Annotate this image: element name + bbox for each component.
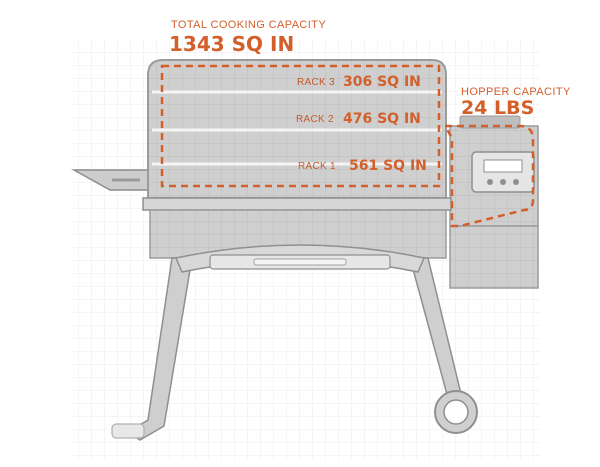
total-capacity-label: TOTAL COOKING CAPACITY [171, 19, 327, 31]
grill-lid [147, 59, 447, 199]
hopper-capacity-value: 24 LBS [461, 97, 535, 119]
rack-2-label: RACK 2 [296, 114, 334, 125]
hopper [449, 115, 539, 289]
hopper-capacity-label: HOPPER CAPACITY [461, 86, 571, 98]
caster-foot [111, 423, 145, 439]
rack-2-value: 476 SQ IN [343, 111, 421, 127]
capacity-outlines [160, 64, 535, 228]
controller-panel [471, 151, 535, 193]
rack-1-value: 561 SQ IN [349, 158, 427, 174]
wheel [434, 390, 478, 434]
rack-3-value: 306 SQ IN [343, 74, 421, 90]
grill-legs [126, 244, 463, 441]
rack-1-label: RACK 1 [298, 161, 336, 172]
rack-3-label: RACK 3 [297, 77, 335, 88]
total-capacity-value: 1343 SQ IN [169, 32, 295, 56]
